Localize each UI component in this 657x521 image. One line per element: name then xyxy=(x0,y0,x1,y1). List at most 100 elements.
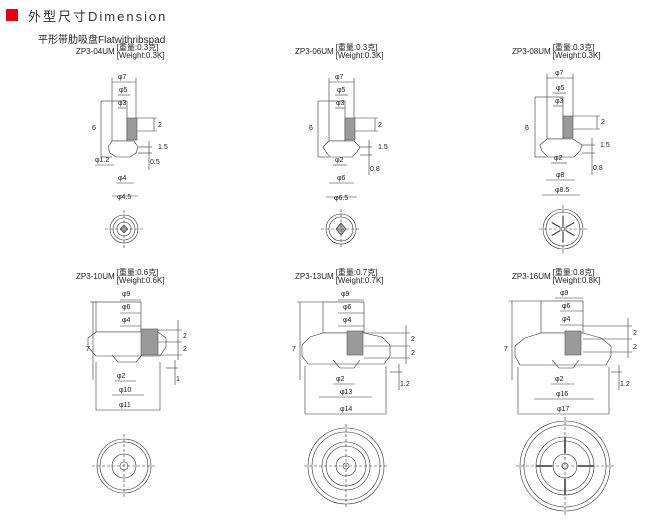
drawing-zp3-10um xyxy=(87,299,182,498)
dim-label: 2 xyxy=(183,333,187,340)
model-label-zp3-04um: ZP3-04UM [重量:0.3克][Weight:0.3K] xyxy=(76,44,165,60)
dim-label: φ10 xyxy=(119,387,131,394)
dim-label: φ5 xyxy=(556,85,565,92)
dim-label: φ7 xyxy=(118,74,127,81)
dim-label: 6 xyxy=(525,125,529,132)
dim-label: φ1.2 xyxy=(95,157,109,164)
drawing-zp3-08um xyxy=(534,74,600,253)
dim-label: φ2 xyxy=(336,376,345,383)
weight-en: [Weight:0.3K] xyxy=(552,51,601,60)
dim-label: φ6 xyxy=(337,175,346,182)
model-label-zp3-16um: ZP3-16UM [重量:0.8克][Weight:0.8K] xyxy=(512,269,601,285)
dim-label: φ6 xyxy=(122,304,131,311)
dim-label: φ6 xyxy=(562,303,571,310)
model-code: ZP3-06UM xyxy=(295,47,334,56)
model-code: ZP3-13UM xyxy=(295,272,334,281)
dim-label: φ3 xyxy=(336,100,345,107)
drawing-zp3-06um xyxy=(317,78,378,249)
product-subtitle: 平形带肋吸盘Flatwithribspad xyxy=(38,35,166,46)
dim-label: φ4 xyxy=(122,317,131,324)
dim-label: φ13 xyxy=(340,389,352,396)
dim-label: 2 xyxy=(411,350,415,357)
dim-label: 1.2 xyxy=(400,381,410,388)
dim-label: 7 xyxy=(86,346,90,353)
dim-label: φ4 xyxy=(118,175,127,182)
dim-label: 0.8 xyxy=(370,166,380,173)
dim-label: 2 xyxy=(183,346,187,353)
dim-label: 1 xyxy=(176,376,180,383)
red-square-icon xyxy=(6,9,18,21)
weight-en: [Weight:0.6K] xyxy=(116,276,165,285)
dimension-labels-zp3-16um: φ9 φ6 φ4 2 2 7 φ2 1.2 φ16 φ17 xyxy=(504,290,637,413)
dim-label: φ8.5 xyxy=(555,187,569,194)
dim-label: φ9 xyxy=(560,290,569,297)
dim-label: 1.2 xyxy=(620,381,630,388)
dim-label: φ6.5 xyxy=(334,195,348,202)
dim-label: φ2 xyxy=(117,373,126,380)
dim-label: 2 xyxy=(633,330,637,337)
drawing-zp3-04um xyxy=(95,78,157,248)
weight-en: [Weight:0.7K] xyxy=(335,276,384,285)
dim-label: φ3 xyxy=(555,98,564,105)
dim-label: 7 xyxy=(504,346,508,353)
dim-label: 7 xyxy=(292,346,296,353)
section-header: 外型尺寸Dimension xyxy=(6,4,167,26)
dim-label: φ5 xyxy=(337,87,346,94)
weight-cn: [重量:0.3克] xyxy=(552,43,595,52)
dim-label: 1.5 xyxy=(600,142,610,149)
weight-cn: [重量:0.6克] xyxy=(116,268,159,277)
dim-label: 2 xyxy=(601,119,605,126)
dim-label: φ4.5 xyxy=(117,194,131,201)
dim-label: 2 xyxy=(378,122,382,129)
weight-en: [Weight:0.3K] xyxy=(116,51,165,60)
dim-label: 1.5 xyxy=(158,144,168,151)
weight-cn: [重量:0.8克] xyxy=(552,268,595,277)
dim-label: φ9 xyxy=(341,291,350,298)
dimension-labels-zp3-13um: φ9 φ6 φ4 2 2 7 φ2 1.2 φ13 φ14 xyxy=(292,291,415,413)
dim-label: φ2 xyxy=(554,155,563,162)
drawing-zp3-16um xyxy=(509,297,632,515)
dim-label: φ6 xyxy=(343,304,352,311)
weight-cn: [重量:0.3克] xyxy=(335,43,378,52)
model-code: ZP3-16UM xyxy=(512,272,551,281)
model-code: ZP3-10UM xyxy=(76,272,115,281)
dim-label: φ4 xyxy=(562,316,571,323)
dim-label: φ2 xyxy=(555,376,564,383)
dim-label: 2 xyxy=(633,344,637,351)
dimension-labels-zp3-06um: φ7 φ5 φ3 2 6 1.5 φ2 0.8 φ6 φ6.5 xyxy=(309,74,388,202)
dim-label: 2 xyxy=(411,336,415,343)
drawing-zp3-13um xyxy=(297,299,410,508)
dim-label: 6 xyxy=(309,125,313,132)
dim-label: φ4 xyxy=(343,317,352,324)
dim-label: φ11 xyxy=(119,402,131,409)
dim-label: 2 xyxy=(158,122,162,129)
dim-label: φ2 xyxy=(335,157,344,164)
dim-label: φ7 xyxy=(555,70,564,77)
dimension-labels-zp3-08um: φ7 φ5 φ3 2 6 1.5 φ2 0.8 φ8 φ8.5 xyxy=(525,70,610,194)
dim-label: φ14 xyxy=(340,406,352,413)
section-title: 外型尺寸Dimension xyxy=(28,8,168,24)
dim-label: 1.5 xyxy=(378,144,388,151)
dim-label: φ3 xyxy=(118,100,127,107)
weight-en: [Weight:0.8K] xyxy=(552,276,601,285)
model-label-zp3-08um: ZP3-08UM [重量:0.3克][Weight:0.3K] xyxy=(512,44,601,60)
dim-label: φ8 xyxy=(556,172,565,179)
weight-cn: [重量:0.7克] xyxy=(335,268,378,277)
dimension-labels-zp3-10um: φ9 φ6 φ4 2 2 7 φ2 1 φ10 φ11 xyxy=(86,291,187,409)
dim-label: 6 xyxy=(92,125,96,132)
dim-label: 0.5 xyxy=(150,159,160,166)
dim-label: φ5 xyxy=(119,87,128,94)
dim-label: φ16 xyxy=(556,391,568,398)
model-code: ZP3-08UM xyxy=(512,47,551,56)
dim-label: φ17 xyxy=(557,406,569,413)
dim-label: φ9 xyxy=(122,291,131,298)
weight-cn: [重量:0.3克] xyxy=(116,43,159,52)
model-label-zp3-13um: ZP3-13UM [重量:0.7克][Weight:0.7K] xyxy=(295,269,384,285)
dimension-labels-zp3-04um: φ7 φ5 φ3 2 6 0.5 φ1.2 1.5 φ4 φ4.5 xyxy=(92,74,168,201)
dim-label: φ7 xyxy=(335,74,344,81)
model-label-zp3-06um: ZP3-06UM [重量:0.3克][Weight:0.3K] xyxy=(295,44,384,60)
model-code: ZP3-04UM xyxy=(76,47,115,56)
model-label-zp3-10um: ZP3-10UM [重量:0.6克][Weight:0.6K] xyxy=(76,269,165,285)
dim-label: 0.8 xyxy=(593,165,603,172)
